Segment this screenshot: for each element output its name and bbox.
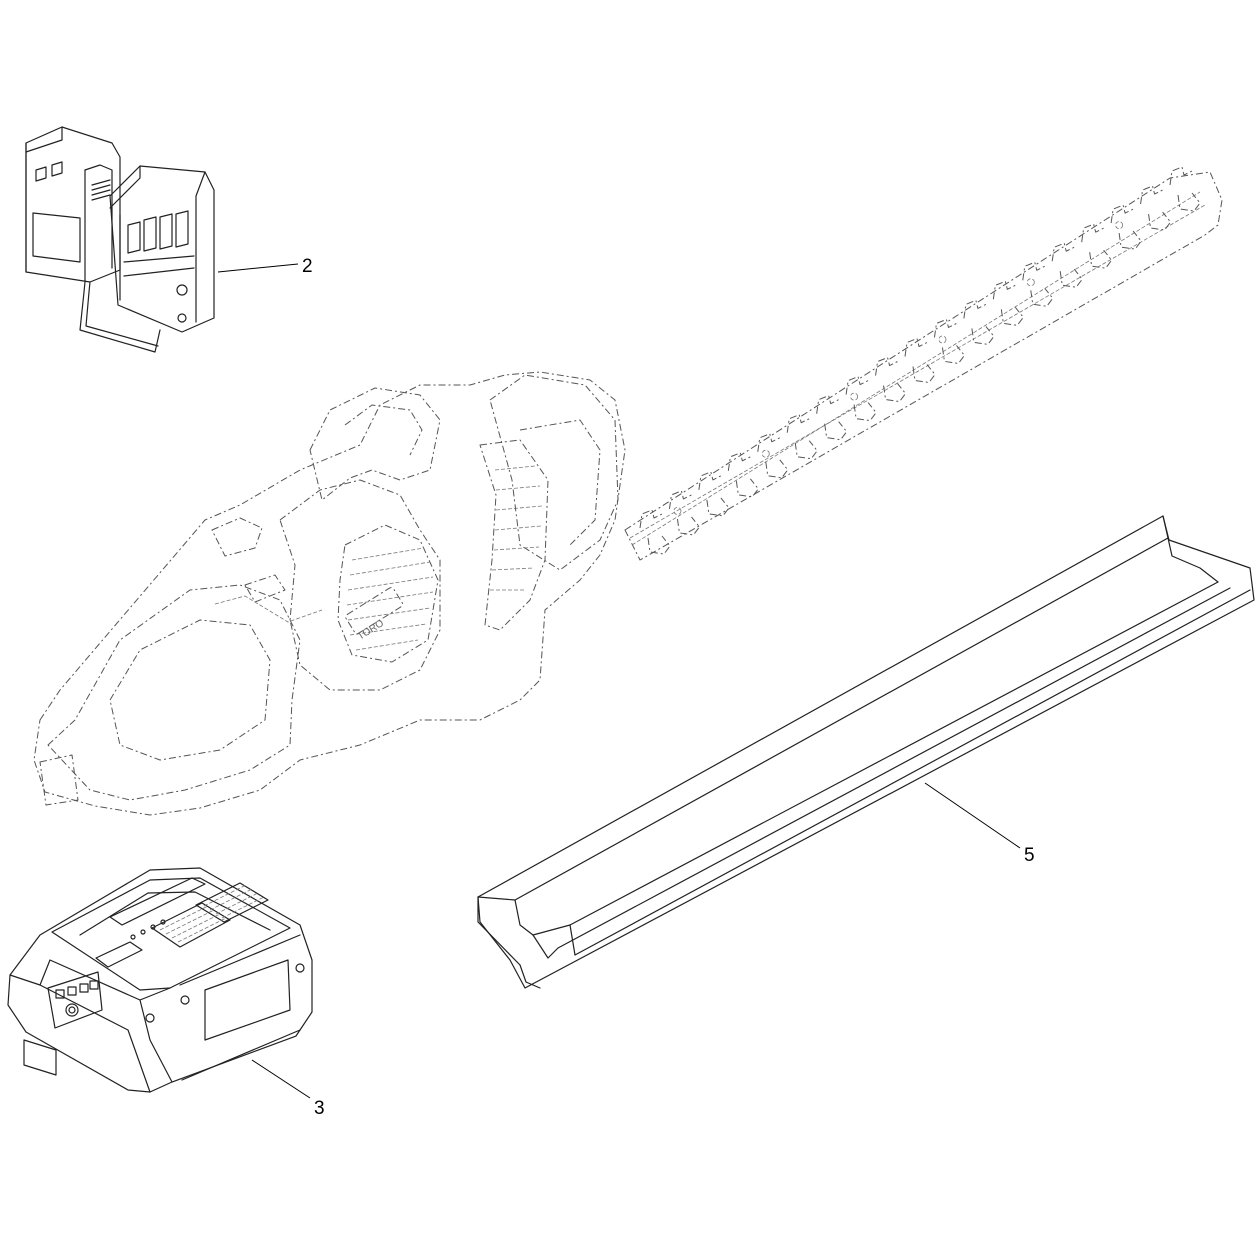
blade-tooth-upper (1022, 261, 1046, 281)
blade-tooth-upper (845, 376, 869, 395)
blade-tooth-upper (1051, 242, 1075, 262)
blade-tooth-upper (639, 509, 663, 529)
callout-battery: 3 (314, 1098, 325, 1119)
blade-bolt (850, 392, 859, 401)
blade-bolt (938, 335, 947, 344)
blade-tooth-upper (1140, 185, 1163, 205)
blade-tooth-lower (1177, 192, 1201, 212)
blade-bolt (1115, 221, 1124, 230)
blade-tooth-lower (794, 440, 818, 460)
charger-illustration (25, 126, 299, 353)
callout-charger: 2 (302, 256, 313, 277)
blade-cover-illustration (477, 515, 1255, 989)
blade-bolt (673, 507, 682, 515)
blade-tooth-upper (668, 490, 692, 510)
callout-blade-cover: 5 (1024, 845, 1035, 866)
blade-tooth-lower (824, 421, 848, 441)
blade-tooth-lower (706, 497, 730, 517)
blade-tooth-upper (816, 395, 839, 414)
blade-tooth-lower (941, 345, 965, 364)
blade-tooth-upper (786, 414, 810, 433)
blade-tooth-upper (757, 433, 781, 452)
blade-tooth-upper (1169, 166, 1193, 186)
blade-tooth-upper (963, 299, 987, 319)
blade-tooth-upper (1110, 204, 1134, 224)
blade-tooth-upper (933, 318, 957, 338)
battery-illustration (7, 867, 313, 1099)
blade-tooth-lower (912, 364, 936, 383)
blade-bolt (761, 449, 770, 458)
blade-tooth-upper (992, 280, 1016, 300)
blade-tooth-upper (1081, 223, 1104, 243)
blade-bolt (1026, 278, 1035, 287)
blade-tooth-upper (875, 357, 898, 376)
blade-tooth-lower (1030, 287, 1054, 307)
blade-tooth-upper (727, 452, 751, 471)
blade-tooth-upper (904, 338, 928, 357)
blade-tooth-lower (1148, 211, 1172, 231)
blade-tooth-lower (676, 516, 700, 536)
hedge-trimmer-reference (33, 166, 1223, 816)
blade-tooth-upper (698, 471, 722, 490)
blade-tooth-lower (765, 459, 789, 479)
